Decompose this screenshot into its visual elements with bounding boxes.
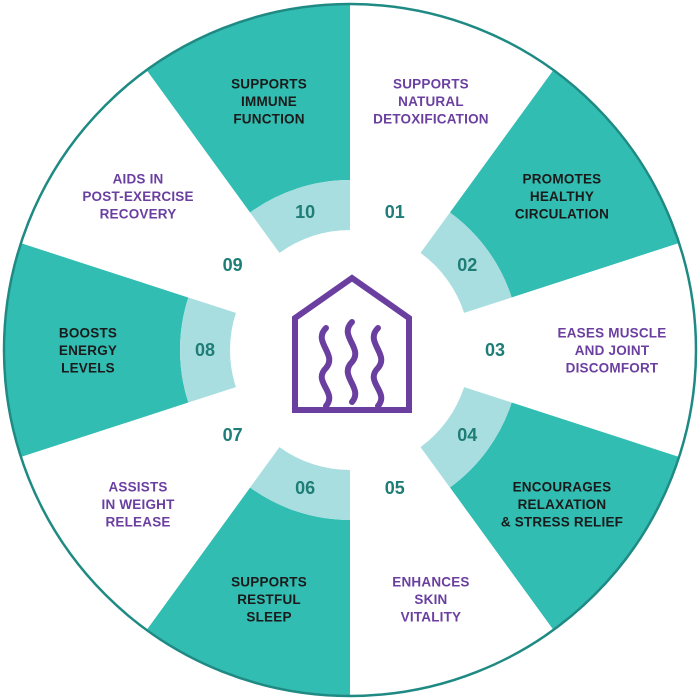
steam-wave-left xyxy=(318,325,333,409)
segment-label-line: HEALTHY xyxy=(530,189,594,204)
steam-wave-middle xyxy=(344,319,359,405)
segment-label-line: ENCOURAGES xyxy=(513,479,612,494)
segment-wedge xyxy=(350,5,553,213)
segment-number: 08 xyxy=(195,340,215,360)
segment-08: 08 BOOSTS ENERGY LEVELS xyxy=(4,243,236,457)
segment-label-line: LEVELS xyxy=(61,361,115,376)
segment-label-line: DISCOMFORT xyxy=(566,361,659,376)
segment-label-line: SUPPORTS xyxy=(393,76,469,91)
segment-label-line: BOOSTS xyxy=(59,326,117,341)
segment-number-band xyxy=(250,447,350,520)
segment-number: 07 xyxy=(223,425,243,445)
segment-label: BOOSTS ENERGY LEVELS xyxy=(59,326,117,376)
house-outline xyxy=(292,274,412,413)
segment-number: 05 xyxy=(385,478,405,498)
segment-number: 09 xyxy=(223,255,243,275)
segment-wedge xyxy=(511,243,696,457)
segment-label-line: DETOXIFICATION xyxy=(373,111,489,126)
segment-number: 03 xyxy=(485,340,505,360)
segment-number: 02 xyxy=(457,255,477,275)
segment-wedge xyxy=(4,243,189,457)
segment-number: 10 xyxy=(295,202,315,222)
segment-label: PROMOTES HEALTHY CIRCULATION xyxy=(515,172,609,222)
house-with-steam-icon xyxy=(292,274,412,413)
segment-label: SUPPORTS IMMUNE FUNCTION xyxy=(231,76,307,126)
segment-label-line: CIRCULATION xyxy=(515,207,609,222)
segment-wedge xyxy=(21,402,251,630)
segment-label: ASSISTS IN WEIGHT RELEASE xyxy=(102,479,176,529)
segment-label-line: POST-EXERCISE xyxy=(82,189,193,204)
segment-wedge xyxy=(449,402,679,630)
segment-label-line: RESTFUL xyxy=(237,592,301,607)
segment-03: 03 EASES MUSCLE AND JOINT DISCOMFORT xyxy=(485,243,696,457)
segment-number-band xyxy=(420,212,512,313)
segment-label-line: ENHANCES xyxy=(392,575,469,590)
segment-label: SUPPORTS NATURAL DETOXIFICATION xyxy=(373,76,489,126)
steam-wave-right xyxy=(370,325,385,409)
segment-01: 01 SUPPORTS NATURAL DETOXIFICATION xyxy=(350,5,553,222)
segment-label-line: EASES MUSCLE xyxy=(558,326,667,341)
segment-10: 10 SUPPORTS IMMUNE FUNCTION xyxy=(147,5,350,253)
segment-label: EASES MUSCLE AND JOINT DISCOMFORT xyxy=(558,326,667,376)
segment-09: 09 AIDS IN POST-EXERCISE RECOVERY xyxy=(21,70,251,298)
segment-number-band xyxy=(250,180,350,253)
segment-label-line: SLEEP xyxy=(246,610,291,625)
segment-label-line: SUPPORTS xyxy=(231,575,307,590)
segment-wedge xyxy=(449,70,679,298)
segment-wedge xyxy=(21,70,251,298)
segment-number-band xyxy=(180,297,236,403)
segment-number-band xyxy=(420,387,512,488)
segment-label-line: VITALITY xyxy=(401,610,462,625)
segment-label: ENHANCES SKIN VITALITY xyxy=(392,575,469,625)
segment-number: 04 xyxy=(457,425,477,445)
segment-label-line: FUNCTION xyxy=(233,111,304,126)
segment-label-line: IN WEIGHT xyxy=(102,497,176,512)
segment-number: 06 xyxy=(295,478,315,498)
segment-label-line: ENERGY xyxy=(59,343,117,358)
segment-label-line: RELAXATION xyxy=(518,497,607,512)
segment-label-line: ASSISTS xyxy=(108,479,167,494)
segment-label-line: PROMOTES xyxy=(523,172,602,187)
segment-label-line: IMMUNE xyxy=(241,94,297,109)
segment-wedge xyxy=(147,5,350,213)
segment-label: SUPPORTS RESTFUL SLEEP xyxy=(231,575,307,625)
segment-label-line: AND JOINT xyxy=(575,343,650,358)
segment-label-line: & STRESS RELIEF xyxy=(501,514,623,529)
segment-label-line: SKIN xyxy=(414,592,447,607)
segment-label: AIDS IN POST-EXERCISE RECOVERY xyxy=(82,172,193,222)
segment-label: ENCOURAGES RELAXATION & STRESS RELIEF xyxy=(501,479,623,529)
segment-label-line: AIDS IN xyxy=(113,172,164,187)
segment-label-line: RECOVERY xyxy=(100,207,177,222)
segment-wedge xyxy=(350,487,553,695)
segment-wedge xyxy=(147,487,350,695)
segment-number: 01 xyxy=(385,202,405,222)
segment-label-line: SUPPORTS xyxy=(231,76,307,91)
segment-label-line: NATURAL xyxy=(398,94,464,109)
segment-label-line: RELEASE xyxy=(105,514,170,529)
segment-02: 02 PROMOTES HEALTHY CIRCULATION xyxy=(420,70,679,313)
